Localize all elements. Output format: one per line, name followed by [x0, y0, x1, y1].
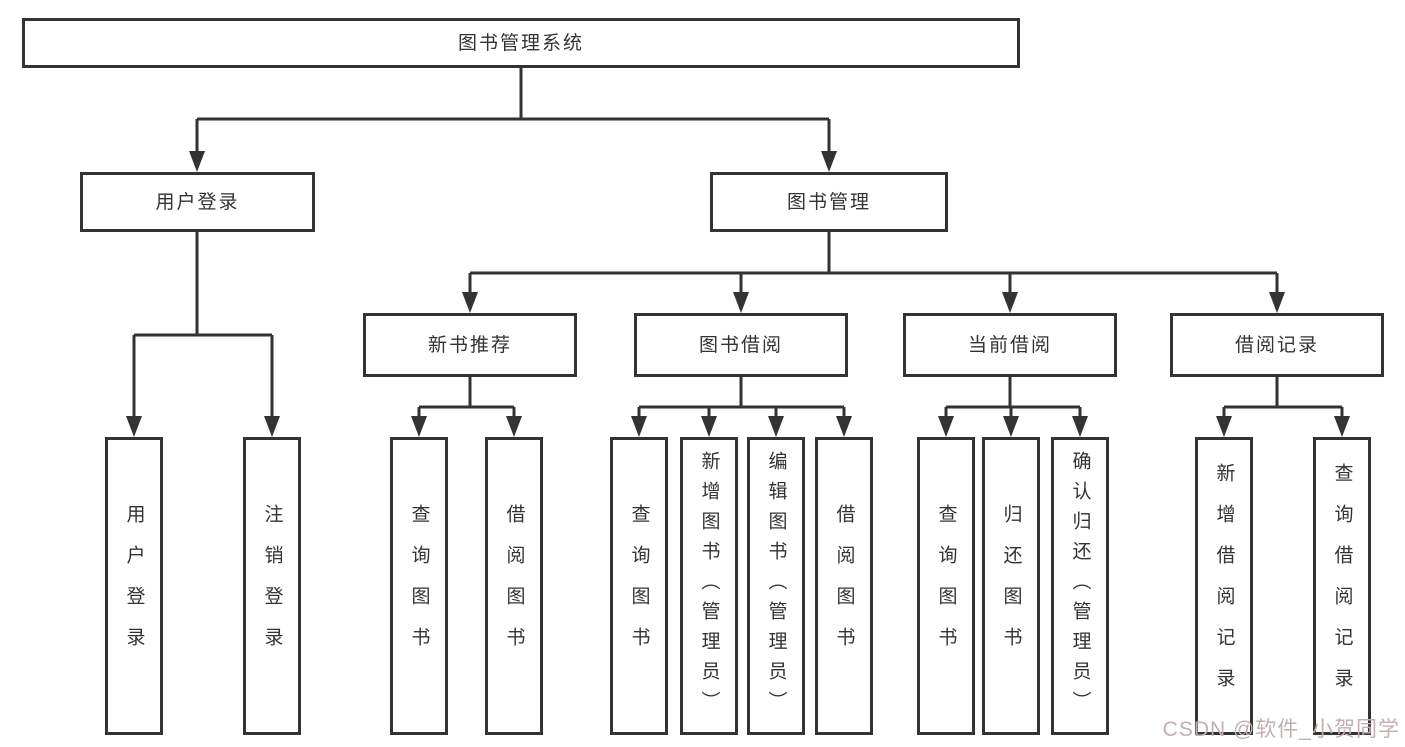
node-book-management: 图书管理	[710, 172, 948, 232]
node-user-login-leaf: 用户登录	[105, 437, 163, 735]
node-label: 查询图书	[628, 504, 650, 668]
node-label: 确认归还（管理员）	[1069, 451, 1091, 721]
node-query-books-1: 查询图书	[390, 437, 448, 735]
node-borrow-books-1: 借阅图书	[485, 437, 543, 735]
node-logout: 注销登录	[243, 437, 301, 735]
node-label: 图书管理系统	[457, 32, 584, 54]
node-borrow-records: 借阅记录	[1170, 313, 1384, 377]
node-label: 新增借阅记录	[1213, 463, 1235, 709]
node-query-borrow-record: 查询借阅记录	[1313, 437, 1371, 735]
node-label: 图书管理	[786, 191, 871, 213]
node-label: 归还图书	[1000, 504, 1022, 668]
node-label: 用户登录	[123, 504, 145, 668]
node-current-borrow: 当前借阅	[903, 313, 1117, 377]
node-label: 查询图书	[408, 504, 430, 668]
node-return-books: 归还图书	[982, 437, 1040, 735]
node-label: 查询图书	[935, 504, 957, 668]
node-label: 注销登录	[261, 504, 283, 668]
node-add-books-admin: 新增图书（管理员）	[680, 437, 738, 735]
watermark: CSDN @软件_小贺同学	[1162, 718, 1400, 741]
node-new-book-recommend: 新书推荐	[363, 313, 577, 377]
node-label: 编辑图书（管理员）	[765, 451, 787, 721]
node-root: 图书管理系统	[22, 18, 1020, 68]
node-label: 新书推荐	[427, 334, 512, 356]
node-label: 用户登录	[155, 191, 240, 213]
node-label: 新增图书（管理员）	[698, 451, 720, 721]
node-query-books-2: 查询图书	[610, 437, 668, 735]
node-label: 图书借阅	[698, 334, 783, 356]
node-query-books-3: 查询图书	[917, 437, 975, 735]
node-label: 借阅图书	[833, 504, 855, 668]
node-user-login: 用户登录	[80, 172, 315, 232]
node-label: 当前借阅	[967, 334, 1052, 356]
node-borrow-books-2: 借阅图书	[815, 437, 873, 735]
node-label: 借阅图书	[503, 504, 525, 668]
node-add-borrow-record: 新增借阅记录	[1195, 437, 1253, 735]
node-book-borrow: 图书借阅	[634, 313, 848, 377]
node-edit-books-admin: 编辑图书（管理员）	[747, 437, 805, 735]
node-label: 借阅记录	[1234, 334, 1319, 356]
node-label: 查询借阅记录	[1331, 463, 1353, 709]
node-confirm-return-admin: 确认归还（管理员）	[1051, 437, 1109, 735]
